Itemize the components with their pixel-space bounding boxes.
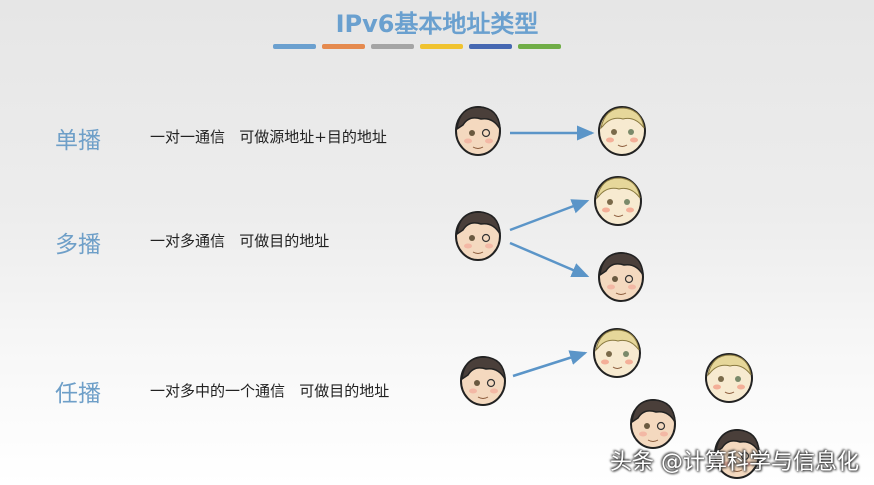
color-bar — [518, 44, 561, 49]
receiver-dark-face-icon — [596, 249, 646, 303]
color-bar — [420, 44, 463, 49]
receiver-blond-face-icon — [592, 326, 642, 380]
multicast-description: 一对多通信 可做目的地址 — [150, 232, 330, 250]
multicast-label: 多播 — [55, 232, 101, 258]
unicast-label: 单播 — [55, 128, 101, 154]
color-bar — [322, 44, 365, 49]
sender-face-icon — [453, 103, 503, 157]
anycast-label: 任播 — [55, 381, 101, 407]
color-bar — [371, 44, 414, 49]
receiver-blond-face-icon — [597, 104, 647, 158]
color-bar-strip — [273, 44, 561, 49]
receiver-blond-face-icon — [593, 174, 643, 228]
watermark: 头条 @计算科学与信息化 — [610, 450, 859, 475]
page-title: IPv6基本地址类型 — [335, 10, 539, 38]
sender-face-icon — [458, 353, 508, 407]
sender-face-icon — [453, 208, 503, 262]
color-bar — [273, 44, 316, 49]
unicast-description: 一对一通信 可做源地址+目的地址 — [150, 128, 387, 146]
receiver-blond-face-icon — [704, 351, 754, 405]
anycast-description: 一对多中的一个通信 可做目的地址 — [150, 382, 390, 400]
receiver-dark-face-icon — [628, 396, 678, 450]
color-bar — [469, 44, 512, 49]
